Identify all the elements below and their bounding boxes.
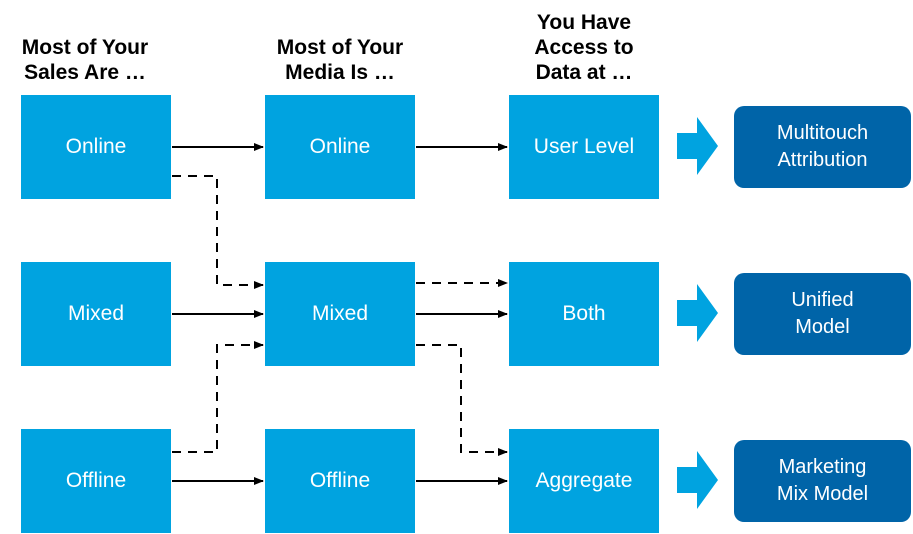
data-user-level-box: User Level	[509, 95, 659, 199]
sales-online-box: Online	[21, 95, 171, 199]
media-online-box: Online	[265, 95, 415, 199]
dashed-arrow-sales-online-to-media-mixed	[172, 175, 264, 289]
block-arrow-to-unified	[677, 284, 718, 342]
block-arrow-to-mmm	[677, 451, 718, 509]
sales-offline-box: Offline	[21, 429, 171, 533]
sales-mixed-box: Mixed	[21, 262, 171, 366]
block-arrow-to-multitouch	[677, 117, 718, 175]
header-media: Most of Your Media Is …	[276, 36, 404, 84]
media-offline-box: Offline	[265, 429, 415, 533]
model-multitouch-attribution: Multitouch Attribution	[734, 106, 911, 188]
data-both-box: Both	[509, 262, 659, 366]
data-aggregate-box: Aggregate	[509, 429, 659, 533]
dashed-arrow-sales-offline-to-media-mixed	[172, 341, 264, 453]
dashed-arrow-media-mixed-to-aggregate	[416, 344, 508, 456]
media-mixed-box: Mixed	[265, 262, 415, 366]
header-data-access: You Have Access to Data at …	[534, 11, 634, 84]
model-marketing-mix: Marketing Mix Model	[734, 440, 911, 522]
header-sales: Most of Your Sales Are …	[21, 36, 149, 84]
model-unified: Unified Model	[734, 273, 911, 355]
